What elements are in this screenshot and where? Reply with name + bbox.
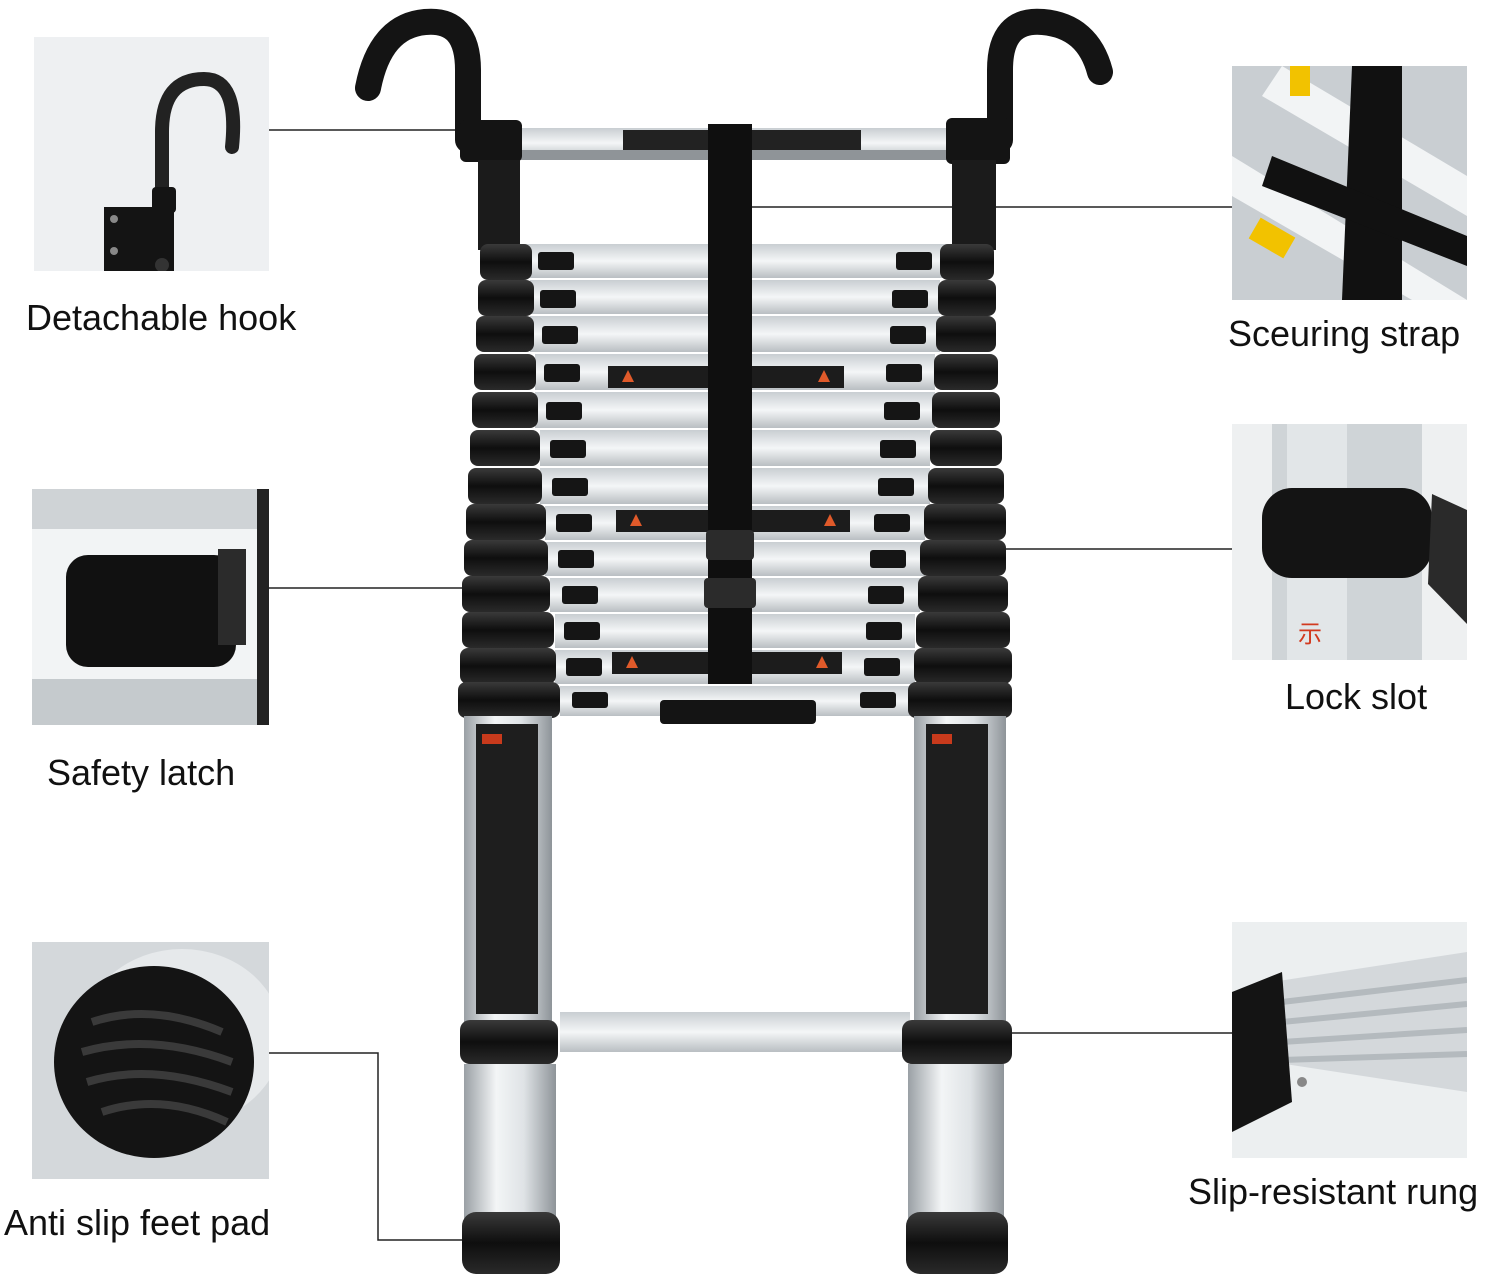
latch-icon (32, 489, 269, 725)
label-slip-resistant-rung: Slip-resistant rung (1188, 1171, 1479, 1212)
svg-text:示: 示 (1298, 620, 1322, 648)
foot-pad-icon (32, 942, 269, 1179)
inset-anti-slip-feet (32, 942, 269, 1179)
lock-slot-icon: 示 (1232, 424, 1467, 660)
telescopic-ladder (355, 8, 1113, 1274)
hook-icon (104, 71, 241, 271)
label-lock-slot: Lock slot (1285, 676, 1428, 717)
label-detachable-hook: Detachable hook (26, 297, 297, 338)
label-securing-strap: Sceuring strap (1228, 313, 1461, 354)
rung-icon (1232, 922, 1467, 1158)
label-anti-slip-feet: Anti slip feet pad (4, 1202, 271, 1243)
inset-securing-strap (1232, 66, 1467, 300)
inset-slip-resistant-rung (1232, 922, 1467, 1158)
inset-safety-latch (32, 489, 269, 725)
strap-icon (1232, 66, 1467, 300)
label-safety-latch: Safety latch (47, 752, 236, 793)
inset-lock-slot: 示 (1232, 424, 1467, 660)
inset-detachable-hook (34, 37, 269, 271)
